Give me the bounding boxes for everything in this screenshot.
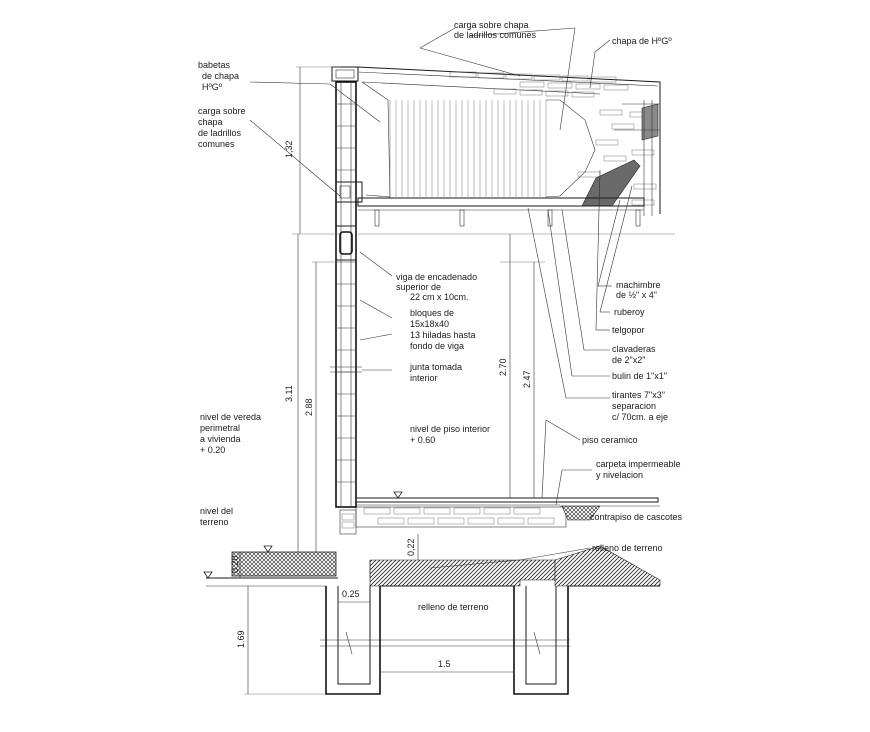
label-piso-ceramico: piso ceramico — [582, 435, 638, 445]
label-vereda-1: nivel de vereda — [200, 412, 261, 422]
label-carga-izq-1: carga sobre — [198, 106, 246, 116]
label-carga-izq-4: comunes — [198, 139, 235, 149]
label-vereda-4: + 0.20 — [200, 445, 225, 455]
label-relleno-centro: relleno de terreno — [418, 602, 489, 612]
dim-0-25: 0.25 — [342, 589, 360, 599]
label-bloques-1: bloques de — [410, 308, 454, 318]
label-machimbre-1: machimbre — [616, 280, 661, 290]
dim-2-88: 2.88 — [304, 398, 314, 416]
label-telgopor: telgopor — [612, 325, 645, 335]
label-babetas-2: de chapa — [202, 71, 239, 81]
roof-assembly — [331, 66, 675, 235]
label-carga-sup-2: de ladrillos comunes — [454, 30, 537, 40]
label-relleno-der: relleno de terreno — [592, 543, 663, 553]
label-ruberoy: ruberoy — [614, 307, 645, 317]
dim-2-70: 2.70 — [498, 358, 508, 376]
label-bulin: bulin de 1"x1" — [612, 371, 667, 381]
label-clavaderas-2: de 2"x2" — [612, 355, 645, 365]
label-terreno-2: terreno — [200, 517, 229, 527]
dim-2-47: 2.47 — [522, 370, 532, 388]
dim-1-69: 1.69 — [236, 630, 246, 648]
annotation-labels: carga sobre chapa de ladrillos comunes c… — [198, 20, 683, 612]
label-carpeta-1: carpeta impermeable — [596, 459, 681, 469]
label-tirantes-3: c/ 70cm. a eje — [612, 412, 668, 422]
floor-assembly — [339, 497, 660, 535]
dim-0-22: 0,22 — [406, 538, 416, 556]
label-carga-sup-1: carga sobre chapa — [454, 20, 529, 30]
label-tirantes-1: tirantes 7"x3" — [612, 390, 665, 400]
label-viga-3: 22 cm x 10cm. — [410, 292, 469, 302]
annotation-leaders — [249, 27, 633, 569]
foundation — [206, 545, 661, 695]
dim-0-20: 0.20 — [230, 555, 240, 573]
label-bloques-2: 15x18x40 — [410, 319, 449, 329]
label-junta-1: junta tomada — [409, 362, 462, 372]
label-babetas-3: HºGº — [202, 82, 223, 92]
label-terreno-1: nivel del — [200, 506, 233, 516]
label-chapa-hg: chapa de HºGº — [612, 36, 672, 46]
label-tirantes-2: separacion — [612, 401, 656, 411]
label-junta-2: interior — [410, 373, 438, 383]
label-vereda-3: a vivienda — [200, 434, 241, 444]
dim-1-32: 1,32 — [284, 140, 294, 158]
label-carga-izq-3: de ladrillos — [198, 128, 242, 138]
label-carpeta-2: y nivelacion — [596, 470, 643, 480]
dim-1-5: 1.5 — [438, 659, 451, 669]
label-bloques-4: fondo de viga — [410, 341, 464, 351]
block-wall — [330, 81, 363, 508]
dimension-lines — [203, 66, 545, 695]
label-viga-2: superior de — [396, 282, 441, 292]
label-babetas-1: babetas — [198, 60, 231, 70]
label-bloques-3: 13 hiladas hasta — [410, 330, 476, 340]
label-viga-1: viga de encadenado — [396, 272, 477, 282]
label-carga-izq-2: chapa — [198, 117, 223, 127]
label-clavaderas-1: clavaderas — [612, 344, 656, 354]
dimension-values: 1,32 3.11 2.88 2.70 2.47 0,22 1.69 0.25 … — [230, 140, 532, 669]
label-piso-1: nivel de piso interior — [410, 424, 490, 434]
label-vereda-2: perimetral — [200, 423, 240, 433]
dim-3-11: 3.11 — [284, 385, 294, 402]
label-piso-2: + 0.60 — [410, 435, 435, 445]
label-contrapiso: contrapiso de cascotes — [590, 512, 683, 522]
label-machimbre-2: de ½" x 4" — [616, 290, 657, 300]
